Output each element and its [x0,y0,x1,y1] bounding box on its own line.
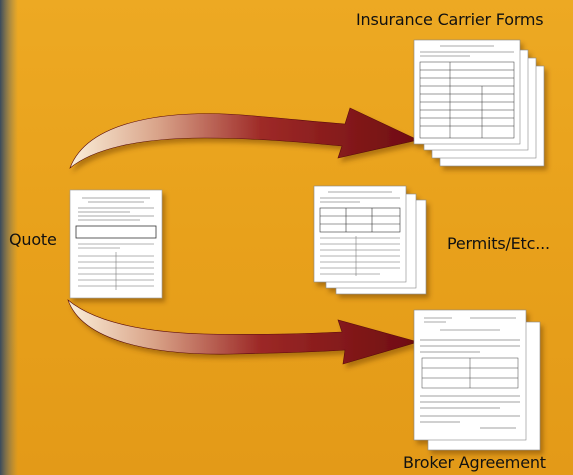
broker-agreement-stack [413,309,541,451]
arrow-to-insurance-forms [69,107,419,169]
label-permits: Permits/Etc... [447,234,550,253]
label-insurance-carrier-forms: Insurance Carrier Forms [356,10,544,29]
permits-document-stack [313,185,427,295]
insurance-forms-stack [413,39,545,167]
arrow-to-broker-agreement [67,299,420,365]
label-broker-agreement: Broker Agreement [403,453,546,472]
left-edge-shadow [0,0,18,475]
quote-document [69,189,163,299]
label-quote: Quote [9,230,57,249]
